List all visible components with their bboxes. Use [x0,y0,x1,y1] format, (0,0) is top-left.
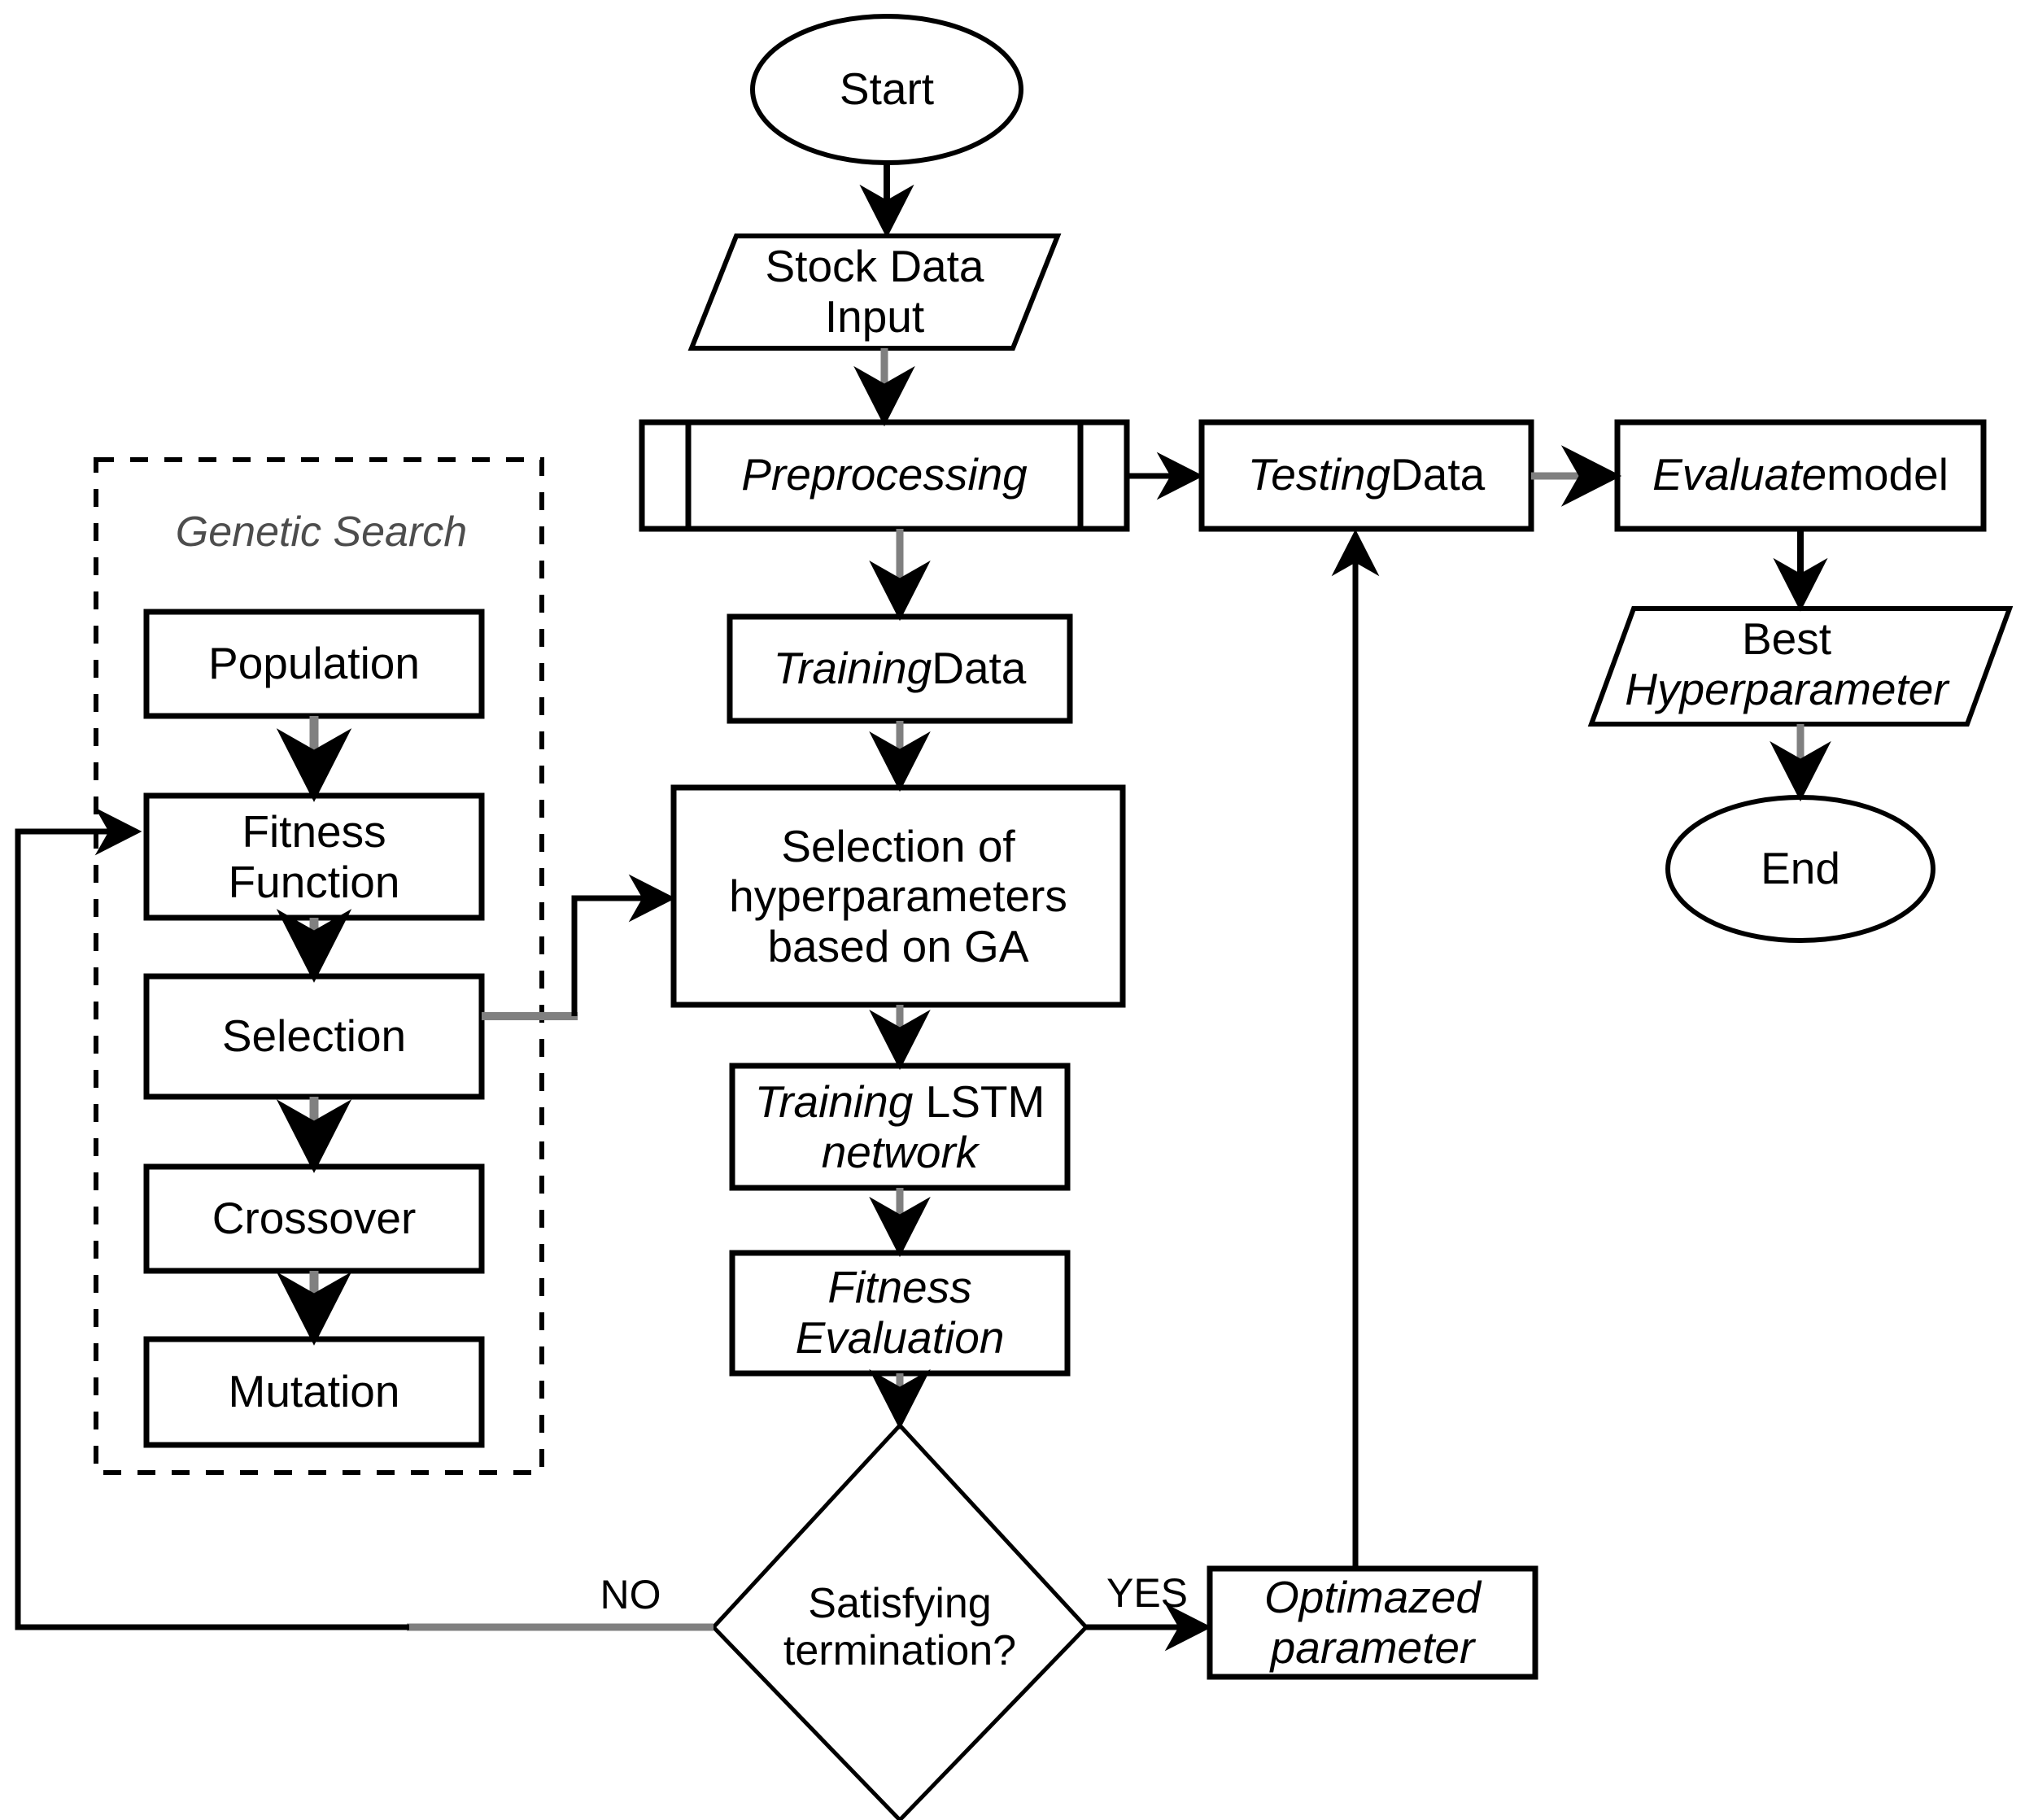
mutation-shape [143,1336,485,1448]
end-node-shape [1665,795,1935,943]
population-shape [143,609,485,719]
selection-shape [143,973,485,1100]
crossover-shape [143,1163,485,1274]
edge-selection-to-selection-of-hyperparameters-step [571,874,676,1016]
training-data-shape [727,613,1073,724]
start-node-shape [750,14,1023,165]
satisfying-termination-shape [710,1422,1089,1820]
testing-data-shape [1198,419,1534,532]
training-lstm-network-shape [729,1063,1071,1191]
evaluate-model-shape [1614,419,1987,532]
genetic-search-container-shape [94,457,544,1475]
fitness-evaluation-shape [729,1250,1071,1377]
edge-decision-no-loop-left [15,807,409,1630]
best-hyperparameter-shape [1587,606,2014,727]
fitness-function-shape [143,792,485,921]
optimazed-parameter-shape [1207,1565,1538,1680]
preprocessing-shape [639,419,1130,532]
stock-data-input-shape [687,234,1062,351]
selection-of-hyperparameters-shape [670,784,1126,1008]
